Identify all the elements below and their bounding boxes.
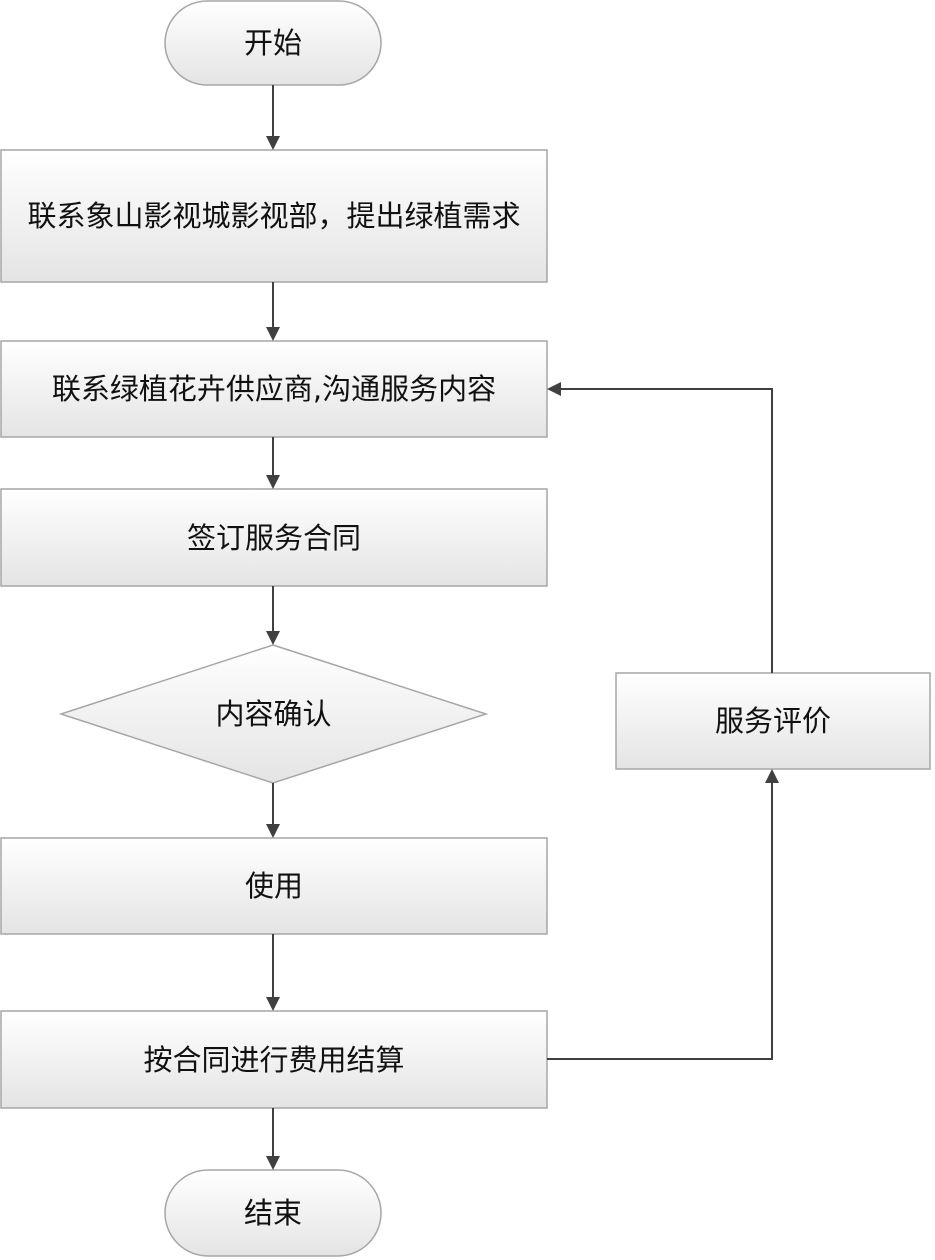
confirm-content-label: 内容确认: [215, 697, 332, 731]
arrow-evaluation-to-supplier: [547, 382, 773, 673]
sign-contract-box: [0, 488, 548, 587]
contact-film-city-box: [0, 149, 548, 283]
service-evaluation-label: 服务评价: [714, 704, 831, 738]
arrow-settlement-to-evaluation: [547, 769, 779, 1060]
contact-supplier-label: 联系绿植花卉供应商,沟通服务内容: [51, 372, 497, 406]
contact-supplier-box: [0, 340, 548, 438]
contact-film-city-label: 联系象山影视城影视部，提出绿植需求: [27, 199, 521, 233]
start-label: 开始: [243, 26, 302, 60]
settlement-box: [0, 1010, 548, 1109]
use-box: [0, 837, 548, 935]
end-label: 结束: [243, 1196, 302, 1230]
sign-contract-label: 签订服务合同: [186, 520, 361, 555]
end-terminal: [164, 1169, 382, 1257]
use-label: 使用: [244, 869, 303, 903]
settlement-label: 按合同进行费用结算: [143, 1042, 405, 1077]
